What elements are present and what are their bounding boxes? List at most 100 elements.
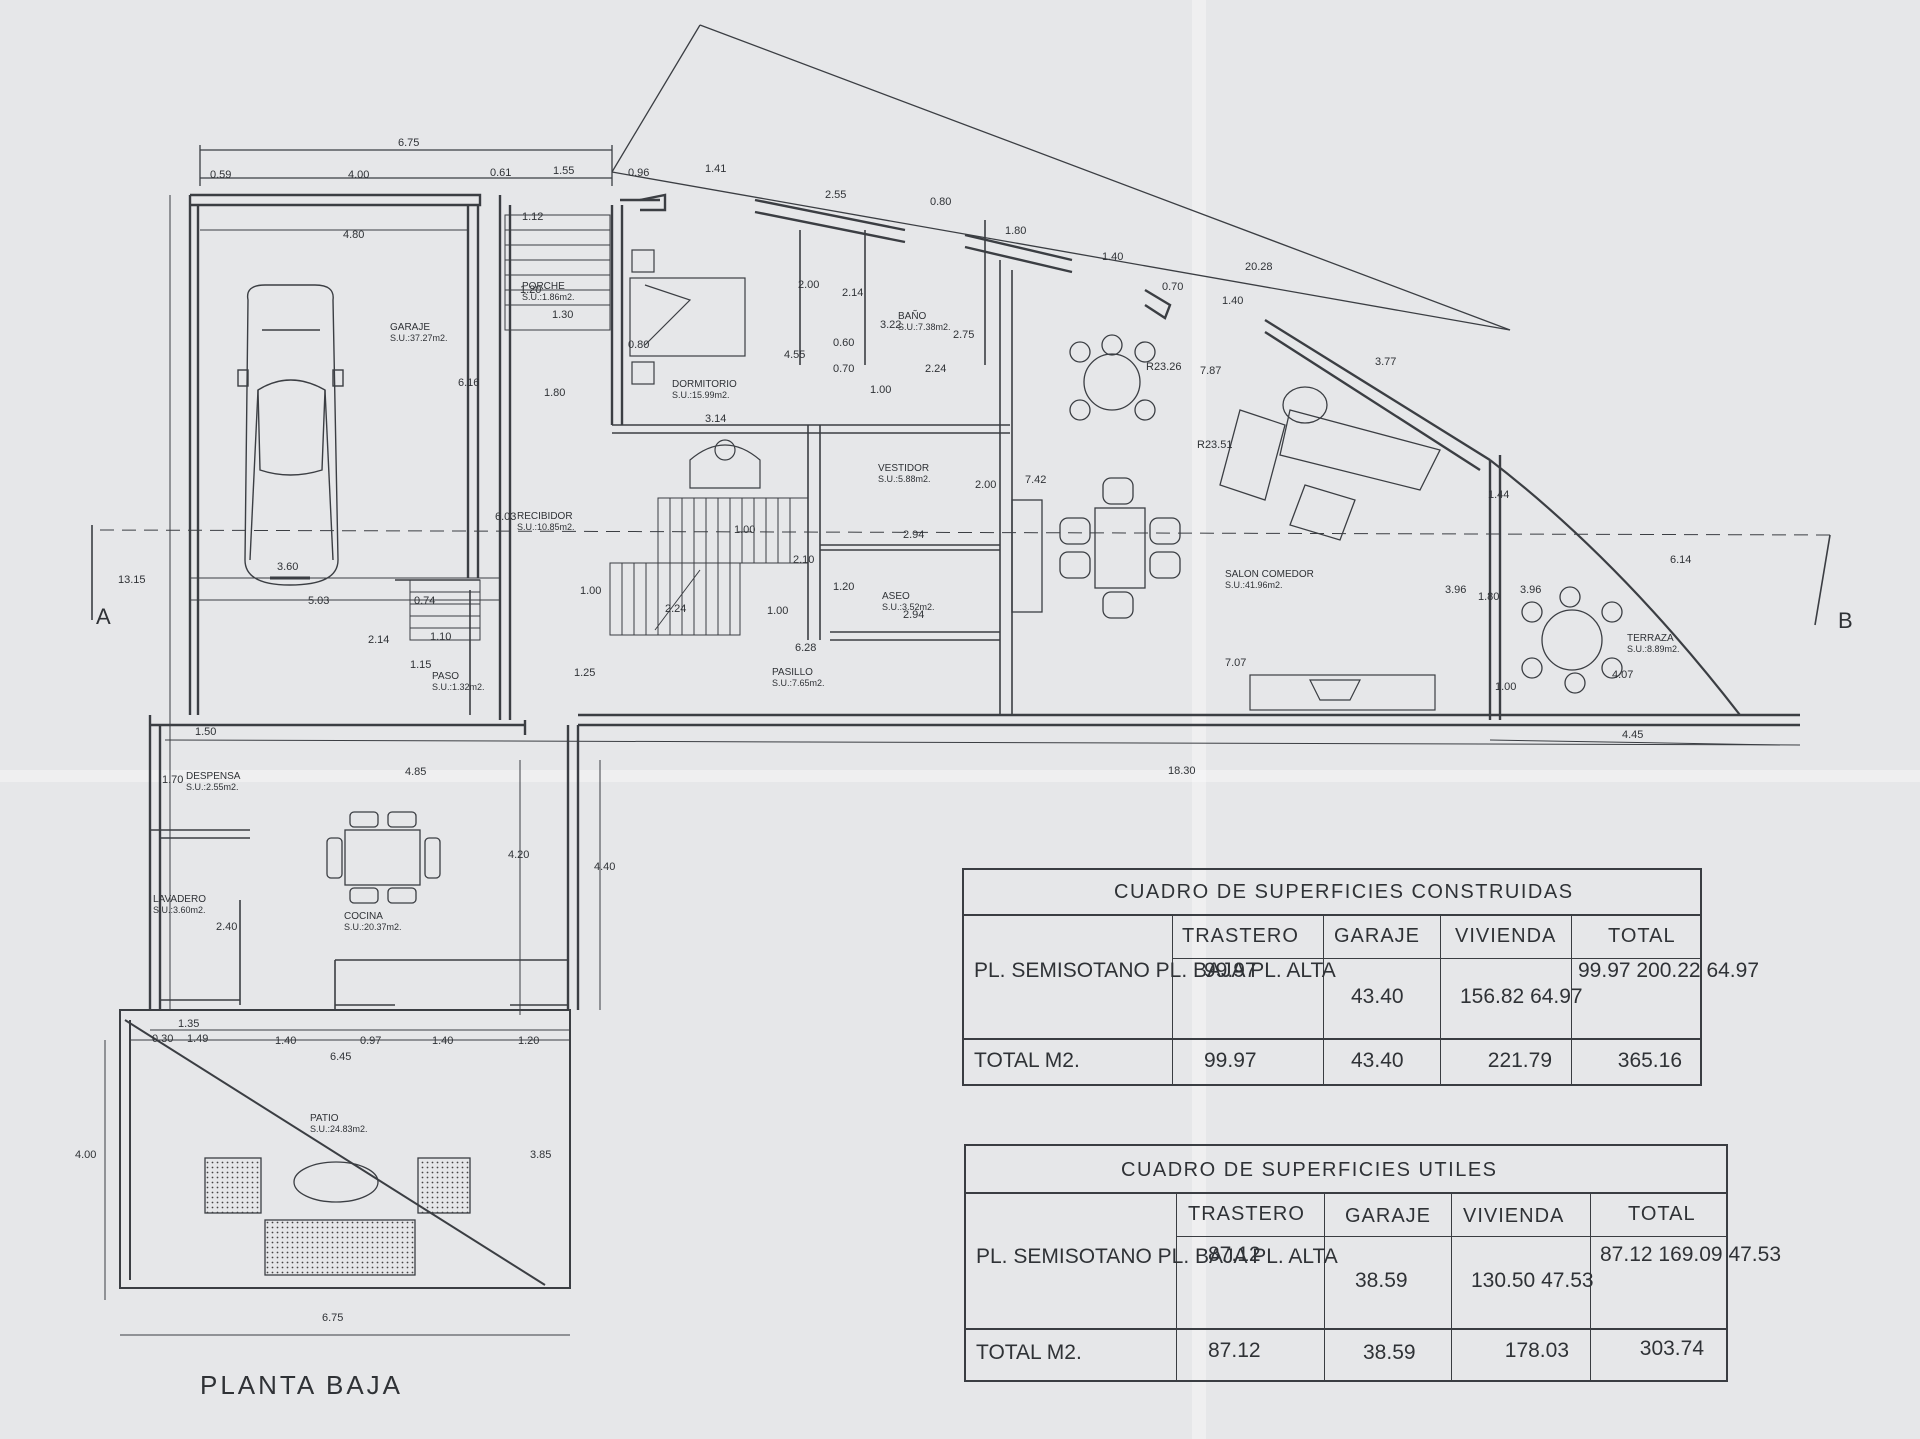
dim-label: 4.55 (784, 349, 806, 361)
dim-label: 7.87 (1200, 365, 1222, 377)
dim-label: 1.00 (767, 605, 789, 617)
column-header-vivienda: VIVIENDA (1455, 925, 1557, 947)
dim-label: 0.96 (628, 167, 650, 179)
dim-label: 0.60 (833, 337, 855, 349)
dim-label: 4.40 (594, 861, 616, 873)
dim-label: 3.22 (880, 319, 902, 331)
cell-trastero: 99.97 (1204, 959, 1257, 982)
room-name-vestidor: VESTIDOR (878, 463, 930, 474)
car-icon (237, 284, 344, 586)
dim-label: 4.20 (508, 849, 530, 861)
dim-label: 7.42 (1025, 474, 1047, 486)
table-superficies-utiles: CUADRO DE SUPERFICIES UTILES TRASTERO GA… (964, 1144, 1782, 1382)
dim-label: 1.40 (1222, 295, 1244, 307)
cell-garaje: 38.59 (1355, 1269, 1408, 1292)
dim-label: 2.24 (665, 603, 687, 615)
cell-total: 87.12 169.09 47.53 (1600, 1243, 1782, 1266)
total-row-total: 303.74 (1639, 1337, 1704, 1360)
room-area-pasillo: S.U.:7.65m2. (772, 678, 825, 688)
column-header-total: TOTAL (1608, 925, 1676, 947)
dim-label: 3.14 (705, 413, 727, 425)
cell-total: 99.97 200.22 64.97 (1578, 959, 1760, 982)
dim-label: 6.75 (322, 1312, 344, 1324)
cell-vivienda: 130.50 47.53 (1471, 1269, 1594, 1292)
room-area-porche: S.U.:1.86m2. (522, 292, 575, 302)
cell-garaje: 43.40 (1351, 985, 1404, 1008)
dim-label: 2.14 (842, 287, 864, 299)
dim-label: 0.80 (930, 196, 952, 208)
total-row-label: TOTAL M2. (976, 1341, 1082, 1364)
room-area-despensa: S.U.:2.55m2. (186, 782, 239, 792)
dim-label: 0.97 (360, 1035, 382, 1047)
dim-label: 2.94 (903, 529, 925, 541)
dim-label: 5.03 (308, 595, 330, 607)
dim-label: 3.85 (530, 1149, 552, 1161)
row-labels: PL. SEMISOTANO PL. BAJA PL. ALTA (976, 1245, 1338, 1268)
dimension-lines-misc (104, 195, 1801, 1336)
dim-label: 6.03 (495, 511, 517, 523)
total-row-garaje: 38.59 (1363, 1341, 1416, 1364)
dim-label: 1.12 (522, 211, 544, 223)
dim-label: 3.96 (1445, 584, 1467, 596)
section-mark-b: B (1838, 608, 1853, 633)
dim-label: 1.00 (734, 524, 756, 536)
round-table-icon (1069, 334, 1156, 421)
column-header-trastero: TRASTERO (1188, 1203, 1305, 1225)
dim-label: 2.24 (925, 363, 947, 375)
dim-label: 1.30 (552, 309, 574, 321)
dim-label: 1.10 (430, 631, 452, 643)
dim-label: 6.14 (1670, 554, 1692, 566)
room-name-bano: BAÑO (898, 311, 927, 322)
room-area-dormitorio: S.U.:15.99m2. (672, 390, 730, 400)
outer-walls (148, 193, 1800, 1010)
dim-label: 18.30 (1168, 765, 1196, 777)
dim-label: 1.20 (518, 1035, 540, 1047)
cell-vivienda: 156.82 64.97 (1460, 985, 1583, 1008)
dim-label: 1.25 (574, 667, 596, 679)
dim-label: 6.45 (330, 1051, 352, 1063)
dim-label: 1.55 (553, 165, 575, 177)
room-name-porche: PORCHE (522, 281, 565, 292)
total-row-trastero: 99.97 (1204, 1049, 1257, 1072)
room-name-dormitorio: DORMITORIO (672, 379, 737, 390)
room-area-salon: S.U.:41.96m2. (1225, 580, 1283, 590)
dim-label: 0.59 (210, 169, 232, 181)
column-header-vivienda: VIVIENDA (1463, 1205, 1565, 1227)
dining-table-icon (1011, 477, 1181, 619)
dim-label: 2.55 (825, 189, 847, 201)
dim-label: 2.00 (798, 279, 820, 291)
column-header-trastero: TRASTERO (1182, 925, 1299, 947)
column-header-garaje: GARAJE (1334, 925, 1421, 947)
dim-label: 2.14 (368, 634, 390, 646)
sofa-icon (1219, 386, 1441, 541)
room-area-patio: S.U.:24.83m2. (310, 1124, 368, 1134)
dim-label: 0.70 (833, 363, 855, 375)
dim-label: 1.80 (1005, 225, 1027, 237)
dim-label: 1.50 (195, 726, 217, 738)
dim-label: 6.16 (458, 377, 480, 389)
dim-label: 1.00 (870, 384, 892, 396)
room-name-pasillo: PASILLO (772, 667, 813, 678)
paper-fold-horizontal (0, 770, 1920, 782)
dim-label: 3.96 (1520, 584, 1542, 596)
dim-label: 1.40 (275, 1035, 297, 1047)
total-row-vivienda: 221.79 (1487, 1049, 1552, 1072)
dim-label: 3.60 (277, 561, 299, 573)
kitchen-table-icon (326, 811, 441, 904)
room-area-bano: S.U.:7.38m2. (898, 322, 951, 332)
room-area-cocina: S.U.:20.37m2. (344, 922, 402, 932)
dim-label: 7.07 (1225, 657, 1247, 669)
room-area-aseo: S.U.:3.52m2. (882, 602, 935, 612)
dim-label: 1.40 (1102, 251, 1124, 263)
dim-label: 4.80 (343, 229, 365, 241)
dim-label: 1.41 (705, 163, 727, 175)
dim-label: 4.00 (75, 1149, 97, 1161)
total-row-garaje: 43.40 (1351, 1049, 1404, 1072)
dim-label: 0.80 (628, 339, 650, 351)
room-name-terraza: TERRAZA (1627, 633, 1674, 644)
dimension-lines-top (199, 24, 1511, 331)
room-area-paso: S.U.:1.32m2. (432, 682, 485, 692)
room-name-despensa: DESPENSA (186, 771, 241, 782)
total-row-vivienda: 178.03 (1504, 1339, 1569, 1362)
